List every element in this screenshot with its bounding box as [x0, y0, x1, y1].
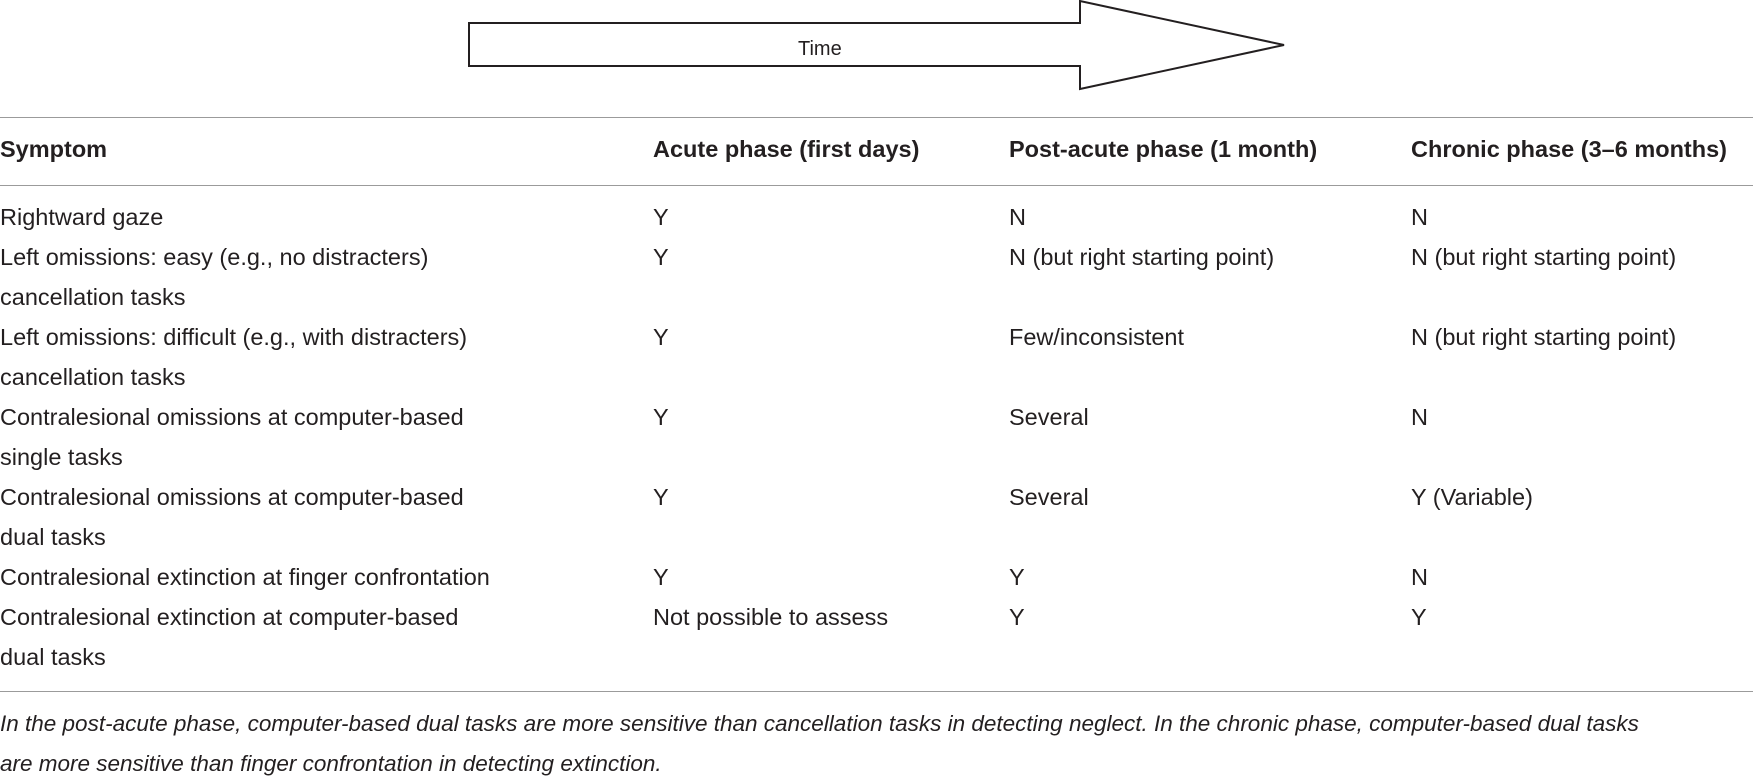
header-chronic: Chronic phase (3–6 months)	[1411, 136, 1727, 162]
cell-chronic: N	[1411, 204, 1428, 230]
symptom-line: dual tasks	[0, 524, 106, 550]
header-symptom: Symptom	[0, 136, 108, 162]
header-acute: Acute phase (first days)	[653, 136, 920, 162]
symptom-line: Left omissions: easy (e.g., no distracte…	[0, 244, 429, 270]
table-footnote: In the post-acute phase, computer-based …	[0, 704, 1753, 784]
cell-chronic: N	[1411, 404, 1428, 430]
symptom-line: Rightward gaze	[0, 204, 164, 230]
cell-symptom: Contralesional omissions at computer-bas…	[0, 477, 464, 557]
cell-chronic: N (but right starting point)	[1411, 244, 1677, 270]
cell-post-acute: N (but right starting point)	[1009, 244, 1275, 270]
cell-post-acute: Y	[1009, 604, 1025, 630]
header-post-acute: Post-acute phase (1 month)	[1009, 136, 1318, 162]
symptom-line: Contralesional extinction at finger conf…	[0, 564, 490, 590]
cell-acute: Y	[653, 244, 669, 270]
cell-symptom: Contralesional extinction at computer-ba…	[0, 597, 459, 677]
symptom-line: dual tasks	[0, 644, 106, 670]
symptom-line: single tasks	[0, 444, 123, 470]
cell-symptom: Rightward gaze	[0, 197, 163, 237]
arrow-right-icon	[468, 0, 1285, 91]
footnote-line-2: are more sensitive than finger confronta…	[0, 751, 662, 776]
footnote-line-1: In the post-acute phase, computer-based …	[0, 711, 1639, 736]
cell-post-acute: N	[1009, 204, 1026, 230]
table-header-rule	[0, 185, 1753, 186]
time-arrow: Time	[468, 0, 1288, 92]
symptom-line: Contralesional omissions at computer-bas…	[0, 404, 464, 430]
cell-chronic: N	[1411, 564, 1428, 590]
arrow-label: Time	[798, 38, 842, 60]
cell-acute: Y	[653, 484, 669, 510]
cell-chronic: N (but right starting point)	[1411, 324, 1677, 350]
symptom-line: Contralesional omissions at computer-bas…	[0, 484, 464, 510]
cell-chronic: Y (Variable)	[1411, 484, 1533, 510]
cell-symptom: Contralesional extinction at finger conf…	[0, 557, 490, 597]
table-bottom-rule	[0, 691, 1753, 692]
cell-post-acute: Several	[1009, 484, 1089, 510]
cell-post-acute: Few/inconsistent	[1009, 324, 1185, 350]
cell-acute: Y	[653, 404, 669, 430]
cell-symptom: Left omissions: easy (e.g., no distracte…	[0, 237, 428, 317]
table-header-row: Symptom Acute phase (first days) Post-ac…	[0, 117, 1753, 185]
symptom-line: Contralesional extinction at computer-ba…	[0, 604, 459, 630]
cell-acute: Y	[653, 324, 669, 350]
table-top-rule	[0, 117, 1753, 118]
cell-post-acute: Several	[1009, 404, 1089, 430]
symptom-line: Left omissions: difficult (e.g., with di…	[0, 324, 468, 350]
cell-post-acute: Y	[1009, 564, 1025, 590]
cell-acute: Y	[653, 564, 669, 590]
cell-acute: Not possible to assess	[653, 604, 889, 630]
symptom-line: cancellation tasks	[0, 284, 186, 310]
symptom-line: cancellation tasks	[0, 364, 186, 390]
cell-acute: Y	[653, 204, 669, 230]
cell-chronic: Y	[1411, 604, 1427, 630]
cell-symptom: Contralesional omissions at computer-bas…	[0, 397, 464, 477]
cell-symptom: Left omissions: difficult (e.g., with di…	[0, 317, 467, 397]
